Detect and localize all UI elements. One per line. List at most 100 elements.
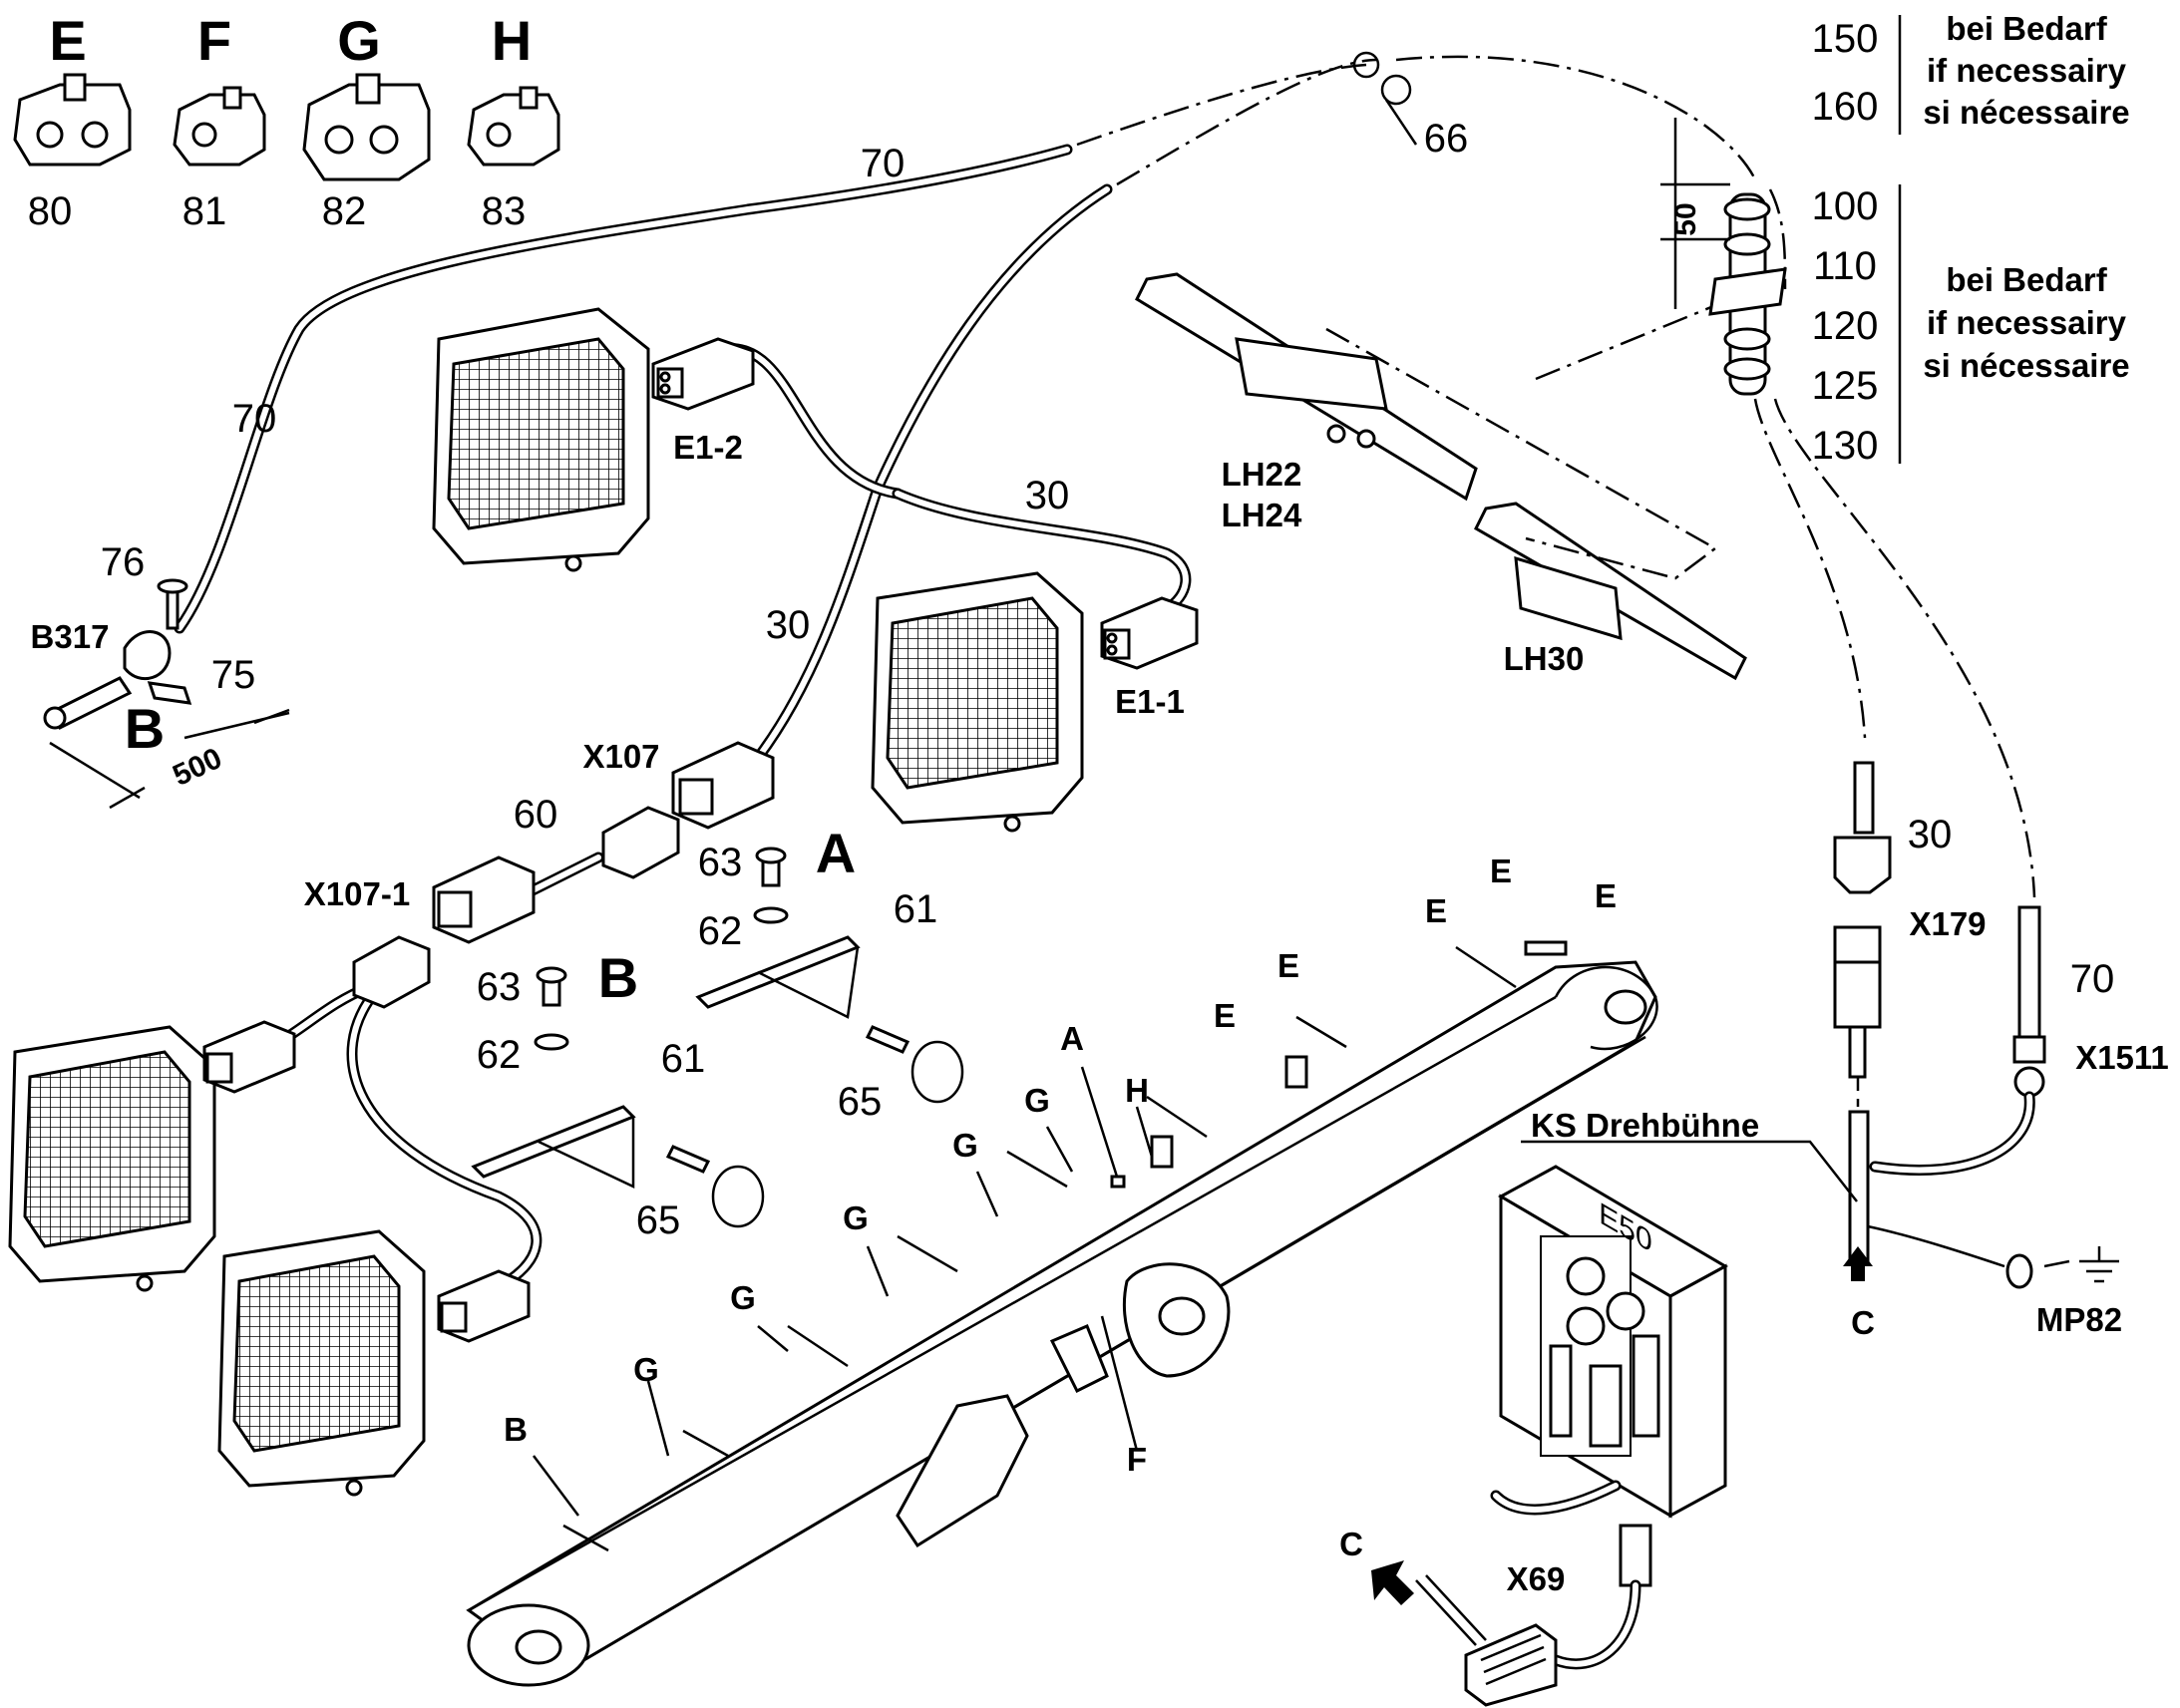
clip-part-81: 81	[182, 189, 227, 233]
boom-leaders	[533, 1066, 1154, 1517]
bracket-b-bolt: 63	[477, 965, 522, 1009]
clip-part-80: 80	[28, 189, 73, 233]
connector-label-x107-1: X107-1	[304, 875, 410, 912]
work-light-3	[8, 1025, 216, 1292]
arrow-c-left	[1371, 1560, 1414, 1605]
clip-part-83: 83	[482, 189, 527, 233]
boom-label-b: B	[504, 1411, 528, 1448]
cable-label-70-top: 70	[861, 142, 906, 185]
bracket-a-plate: 61	[894, 887, 938, 931]
part-150: 150	[1812, 17, 1879, 61]
connector-label-e1-1: E1-1	[1115, 683, 1185, 720]
note-mid-en: if necessairy	[1927, 304, 2127, 341]
bracket-b-letter: B	[598, 946, 638, 1009]
arrow-c-up	[1843, 1246, 1873, 1281]
boom-label-e-3: E	[1425, 892, 1447, 929]
boom-label-e-2: E	[1277, 947, 1299, 984]
cable-tie-a	[865, 1025, 964, 1104]
hose-assembly	[1660, 118, 1787, 396]
clip-part-82: 82	[322, 189, 367, 233]
connector-e1-1	[1100, 596, 1199, 670]
ks-drehbuehne: KS Drehbühne	[1531, 1107, 1759, 1144]
bracket-a-bolt: 63	[698, 841, 743, 884]
note-mid-fr: si nécessaire	[1923, 347, 2129, 384]
clip-type-f	[173, 86, 266, 167]
boom-label-e-5: E	[1595, 877, 1617, 914]
connector-x107-1	[432, 855, 536, 944]
connector-label-x179: X179	[1909, 905, 1986, 942]
bracket-b-tie: 65	[636, 1198, 681, 1242]
part-66: 66	[1424, 117, 1469, 161]
note-mid-de: bei Bedarf	[1946, 261, 2107, 298]
cable-label-30-mid: 30	[766, 603, 811, 647]
connector-x107	[671, 741, 775, 830]
gland-cable	[1490, 1480, 1652, 1670]
connector-x179	[1833, 761, 1892, 1263]
connector-x69	[1415, 1574, 1558, 1707]
work-light-1	[432, 307, 650, 572]
note-top-de: bei Bedarf	[1946, 10, 2107, 47]
connector-light-3	[202, 1020, 296, 1094]
note-top-fr: si nécessaire	[1923, 94, 2129, 131]
mount-bracket-lh30	[1474, 502, 1747, 681]
connector-e1-2	[651, 337, 755, 411]
dim-500: 500	[168, 742, 226, 793]
cable-30-dashed-top	[1116, 58, 1377, 186]
part-120: 120	[1812, 304, 1879, 348]
connector-x107-1-mate	[352, 935, 431, 1009]
mount-lh24: LH24	[1222, 497, 1302, 533]
detail-b-sensor: B	[125, 697, 165, 760]
bracket-a-tie: 65	[838, 1080, 883, 1124]
clip-letter-g: G	[337, 9, 381, 72]
note-top-en: if necessairy	[1927, 52, 2127, 89]
mount-lh22: LH22	[1222, 456, 1302, 493]
part-110: 110	[1813, 244, 1877, 288]
cable-dashed-to-hose	[1395, 55, 1757, 180]
part-30-right: 30	[1908, 813, 1953, 856]
bracket-b	[471, 966, 636, 1189]
cable-to-x179	[1753, 398, 1867, 739]
boom-label-g-1: G	[633, 1351, 659, 1388]
switch-box-e50	[1497, 1165, 1729, 1519]
connector-x1511	[1869, 905, 2046, 1176]
cable-70-upper	[174, 144, 1073, 634]
ground-mp82	[1867, 1224, 2119, 1289]
boom-label-a: A	[1060, 1020, 1084, 1057]
work-light-2	[871, 571, 1084, 833]
part-130: 130	[1812, 424, 1879, 468]
part-70-right: 70	[2070, 957, 2115, 1001]
sensor-b317	[43, 578, 290, 810]
mount-lh30: LH30	[1504, 640, 1585, 677]
cable-label-30-right: 30	[1025, 474, 1070, 517]
bracket-b-plate: 61	[661, 1037, 706, 1081]
mount-dash	[1325, 327, 1718, 580]
bracket-a-washer: 62	[698, 909, 743, 953]
bracket-b-washer: 62	[477, 1033, 522, 1077]
boom-arm	[466, 960, 1658, 1687]
clip-type-g	[302, 73, 431, 181]
boom-label-g-5: G	[1024, 1082, 1050, 1119]
work-light-4	[217, 1229, 426, 1497]
boom-label-g-2: G	[730, 1279, 756, 1316]
clip-type-e	[13, 73, 132, 167]
boom-clips	[562, 940, 1568, 1552]
label-c-left: C	[1339, 1526, 1363, 1562]
cable-tie-b	[665, 1145, 765, 1228]
part-125: 125	[1812, 364, 1879, 408]
connector-x107-mate	[601, 806, 680, 879]
connector-light-4	[437, 1269, 531, 1343]
connector-label-b317: B317	[31, 618, 110, 655]
boom-label-g-4: G	[952, 1127, 978, 1164]
bracket-a-letter: A	[816, 822, 856, 884]
part-160: 160	[1812, 85, 1879, 129]
labels: E F G H 80 81 82 83 70 70 30 30 60 E1-2 …	[28, 9, 2169, 1597]
cable-to-x1511	[1773, 398, 2036, 898]
hose-clip-66	[1352, 51, 1418, 146]
connector-label-x69: X69	[1507, 1560, 1566, 1597]
dim-50: 50	[1669, 202, 1702, 235]
part-100: 100	[1812, 184, 1879, 228]
part-76: 76	[101, 540, 146, 584]
part-75: 75	[211, 653, 256, 697]
